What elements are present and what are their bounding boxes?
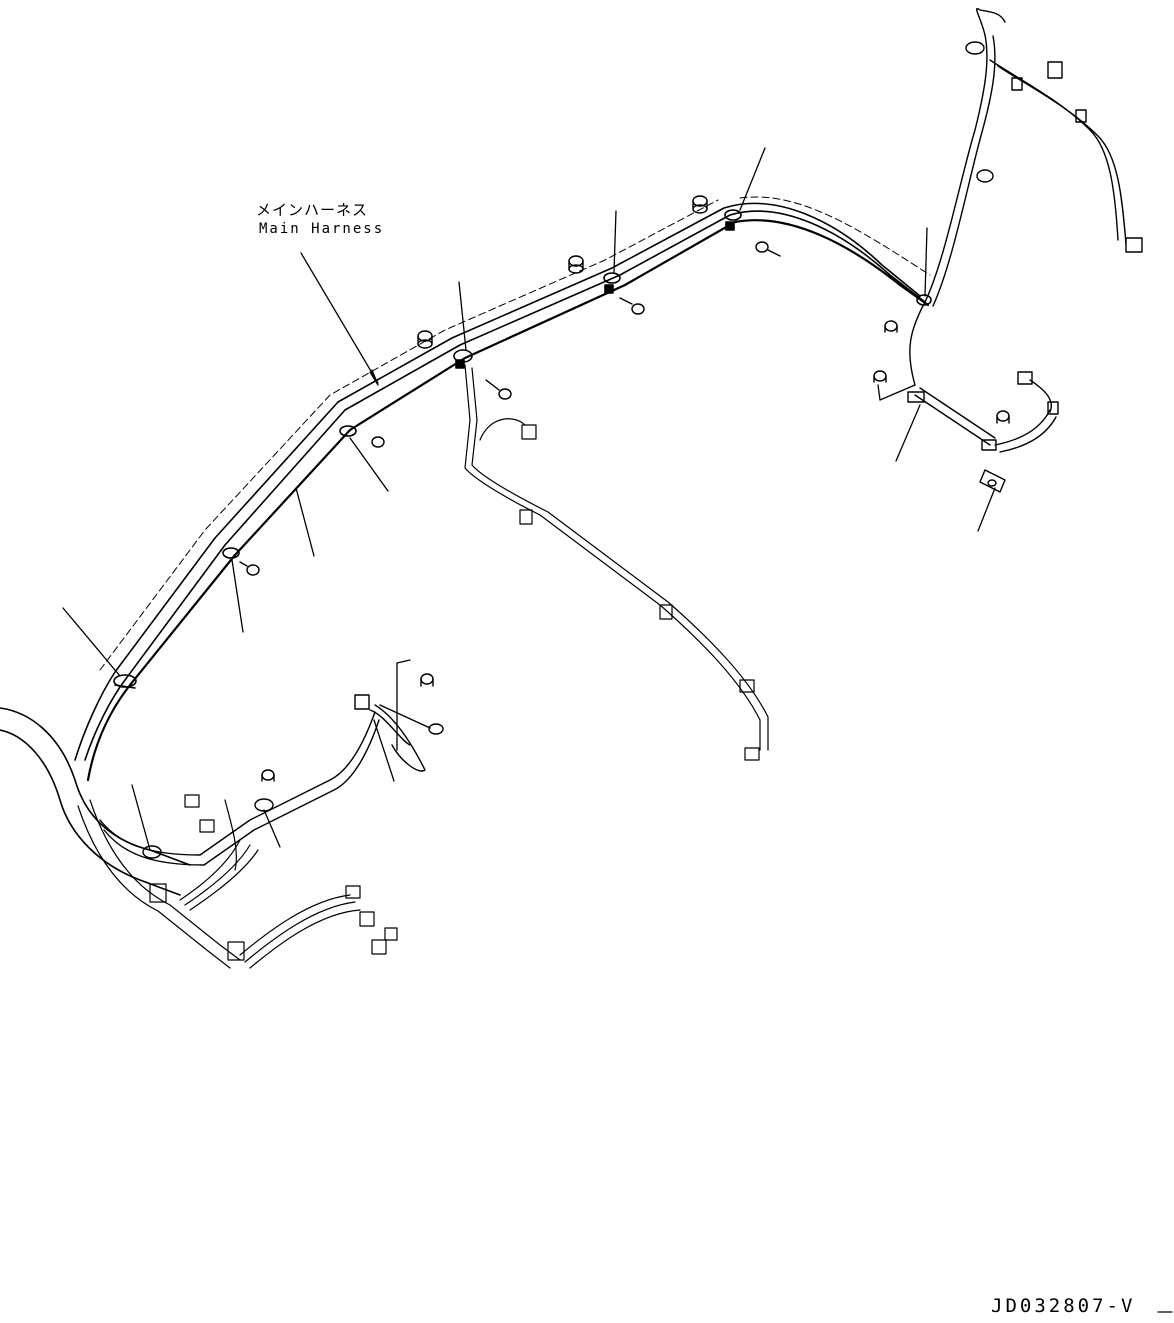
bolt xyxy=(692,195,708,214)
main-harness-label-en: Main Harness xyxy=(259,221,385,237)
bolt xyxy=(568,255,584,274)
main-harness-leader xyxy=(300,252,379,384)
bolt xyxy=(417,330,433,349)
main-harness-bundle xyxy=(86,219,930,782)
lower-left-harness xyxy=(99,694,444,866)
bolt xyxy=(996,410,1010,424)
bolt xyxy=(755,241,781,257)
main-harness-tube xyxy=(0,202,926,896)
bolt xyxy=(485,379,512,400)
right-upper-branch xyxy=(909,8,1143,386)
bolt xyxy=(371,436,385,448)
mounting-bolts xyxy=(239,195,1010,782)
bolt xyxy=(239,561,260,576)
lower-connector-bundle xyxy=(77,794,398,969)
main-harness-hidden-lines xyxy=(99,196,931,671)
bolt xyxy=(420,673,434,687)
leader-lines xyxy=(62,147,996,851)
main-harness-label-jp: メインハーネス xyxy=(256,201,369,219)
bolt xyxy=(261,769,275,782)
harness-clamps xyxy=(113,209,932,689)
bolt xyxy=(884,320,898,333)
bolt xyxy=(619,297,645,315)
mid-drop-branch xyxy=(464,364,769,761)
right-lower-bracket xyxy=(907,371,1059,493)
drawing-code: JD032807-V xyxy=(991,1295,1136,1317)
bolt xyxy=(873,370,887,383)
